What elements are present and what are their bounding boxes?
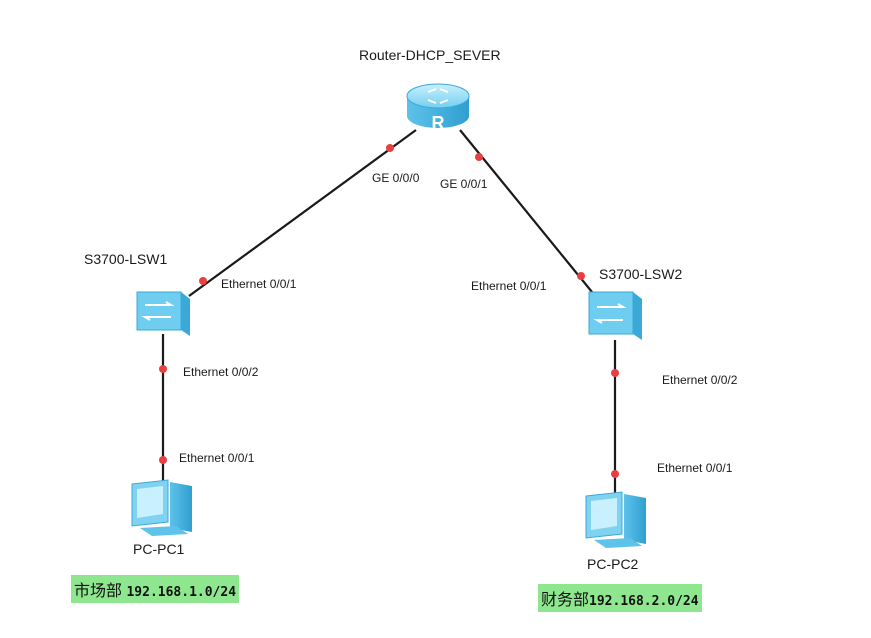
svg-text:R: R: [432, 113, 445, 133]
port-label-pc1-eth001: Ethernet 0/0/1: [179, 451, 255, 465]
port-label-router-ge000: GE 0/0/0: [372, 171, 420, 185]
pc2-label: PC-PC2: [587, 556, 639, 572]
note-network: 192.168.1.0/24: [126, 585, 237, 600]
note-marketing-subnet: 市场部 192.168.1.0/24: [71, 575, 240, 603]
note-finance-subnet: 财务部192.168.2.0/24: [538, 584, 702, 612]
lsw1-label: S3700-LSW1: [84, 251, 168, 267]
port-dot: [475, 153, 483, 161]
port-dot: [611, 369, 619, 377]
port-dot: [386, 144, 394, 152]
note-department: 财务部: [541, 590, 590, 609]
lsw2-label: S3700-LSW2: [599, 266, 683, 282]
port-label-lsw1-eth001: Ethernet 0/0/1: [221, 277, 297, 291]
port-label-lsw2-eth001: Ethernet 0/0/1: [471, 279, 547, 293]
port-label-router-ge001: GE 0/0/1: [440, 177, 488, 191]
port-dot: [611, 470, 619, 478]
port-dot: [159, 456, 167, 464]
port-dot: [159, 365, 167, 373]
pc-icon[interactable]: [131, 479, 192, 536]
note-department: 市场部: [74, 581, 123, 600]
router-label: Router-DHCP_SEVER: [359, 47, 501, 63]
port-label-pc2-eth001: Ethernet 0/0/1: [657, 461, 733, 475]
link-router-lsw1[interactable]: [188, 129, 417, 297]
switch-icon[interactable]: [136, 291, 190, 336]
port-label-lsw1-eth002: Ethernet 0/0/2: [183, 365, 259, 379]
switch-icon[interactable]: [588, 291, 642, 340]
pc1-label: PC-PC1: [133, 541, 185, 557]
router-icon[interactable]: R: [406, 83, 470, 133]
pc-icon[interactable]: [585, 491, 646, 548]
note-network: 192.168.2.0/24: [589, 594, 699, 609]
port-label-lsw2-eth002: Ethernet 0/0/2: [662, 373, 738, 387]
port-dot: [577, 272, 585, 280]
port-dot: [199, 277, 207, 285]
